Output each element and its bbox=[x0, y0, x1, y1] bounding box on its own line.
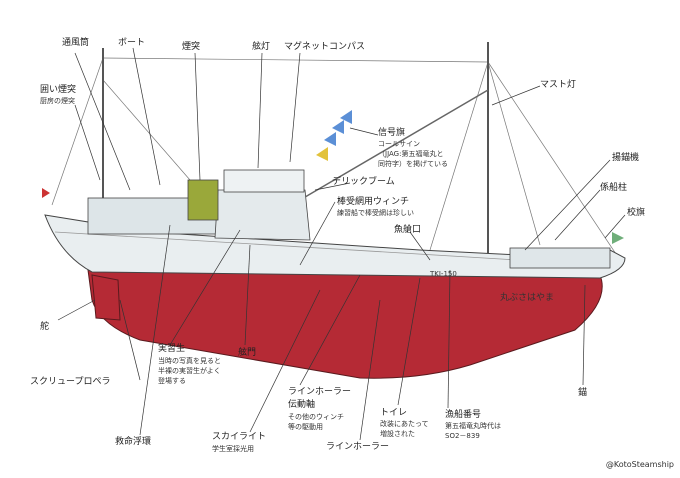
label-line-hauler-shaft2: 伝動軸 bbox=[288, 400, 316, 410]
hull-stripe bbox=[54, 231, 601, 266]
credit-text: @KotoSteamship bbox=[605, 460, 674, 469]
wheelhouse bbox=[223, 169, 305, 193]
label-trainee: 実習生 bbox=[158, 344, 186, 354]
label-skylight: スカイライト bbox=[212, 432, 267, 442]
hull-number: TKI-150 bbox=[429, 270, 457, 278]
label-signal-flag-sub2: （JJAG:第五福竜丸と bbox=[378, 150, 444, 158]
label-toilet-sub2: 増設された bbox=[380, 430, 415, 438]
label-enclosed-funnel: 囲い煙突 bbox=[40, 85, 77, 95]
label-rudder: 舵 bbox=[40, 322, 50, 332]
label-toilet: トイレ bbox=[380, 408, 408, 418]
funnel-shape bbox=[187, 179, 219, 221]
label-windlass: 揚錨機 bbox=[612, 153, 640, 163]
label-line-hauler-shaft-sub1: その他のウィンチ bbox=[288, 413, 344, 421]
label-line-hauler-shaft-sub2: 等の駆動用 bbox=[288, 423, 323, 431]
label-school-flag: 校旗 bbox=[627, 208, 646, 218]
label-fishing-boat-number-sub2: SO2－839 bbox=[445, 432, 480, 440]
rudder-shape bbox=[91, 274, 121, 321]
school-flag-shape bbox=[612, 232, 624, 244]
stern-flag-shape bbox=[42, 188, 50, 198]
label-fish-hold-hatch: 魚艙口 bbox=[394, 225, 422, 235]
label-skylight-sub: 学生室採光用 bbox=[212, 445, 254, 453]
label-screw-propeller: スクリュープロペラ bbox=[30, 377, 111, 387]
label-gangway: 舷門 bbox=[238, 348, 257, 358]
hull-name: 丸ぶさはやま bbox=[500, 291, 554, 303]
label-stick-net-winch-sub: 練習船で棒受網は珍しい bbox=[337, 209, 414, 217]
label-signal-flag-sub3: 同符字）を掲げている bbox=[378, 160, 448, 168]
label-magnet-compass: マグネットコンパス bbox=[284, 42, 366, 52]
label-mooring-post: 係船柱 bbox=[600, 183, 628, 193]
label-enclosed-funnel-sub: 厨房の煙突 bbox=[40, 97, 75, 105]
hull-bottom bbox=[87, 269, 603, 379]
forecastle bbox=[509, 247, 611, 269]
label-boat: ボート bbox=[118, 38, 146, 48]
label-trainee-sub3: 登場する bbox=[158, 377, 186, 385]
label-toilet-sub1: 改装にあたって bbox=[380, 420, 429, 428]
label-trainee-sub1: 当時の写真を見ると bbox=[158, 357, 221, 365]
label-fishing-boat-number: 漁船番号 bbox=[445, 410, 482, 420]
derrick-boom-line bbox=[299, 89, 489, 201]
label-fishing-boat-number-sub1: 第五福竜丸時代は bbox=[445, 422, 501, 430]
leader-lines bbox=[57, 47, 626, 441]
signal-flags bbox=[316, 110, 352, 161]
label-life-buoy: 救命浮環 bbox=[115, 437, 152, 447]
label-anchor: 錨 bbox=[578, 388, 588, 398]
masts bbox=[102, 42, 489, 255]
label-trainee-sub2: 半裸の実習生がよく bbox=[158, 367, 221, 375]
rigging bbox=[51, 57, 621, 261]
label-signal-flag-sub1: コールサイン bbox=[378, 140, 420, 148]
label-funnel: 煙突 bbox=[182, 42, 201, 52]
label-mast-light: マスト灯 bbox=[540, 80, 577, 90]
label-side-light: 舷灯 bbox=[252, 42, 271, 52]
label-ventilator: 通風筒 bbox=[62, 38, 90, 48]
label-signal-flag: 信号旗 bbox=[378, 128, 406, 138]
bridge-house bbox=[214, 189, 311, 241]
label-derrick-boom: デリックブーム bbox=[332, 177, 395, 187]
label-line-hauler-shaft: ラインホーラー bbox=[288, 387, 352, 397]
label-stick-net-winch: 棒受網用ウィンチ bbox=[337, 197, 410, 207]
label-line-hauler: ラインホーラー bbox=[326, 442, 390, 452]
